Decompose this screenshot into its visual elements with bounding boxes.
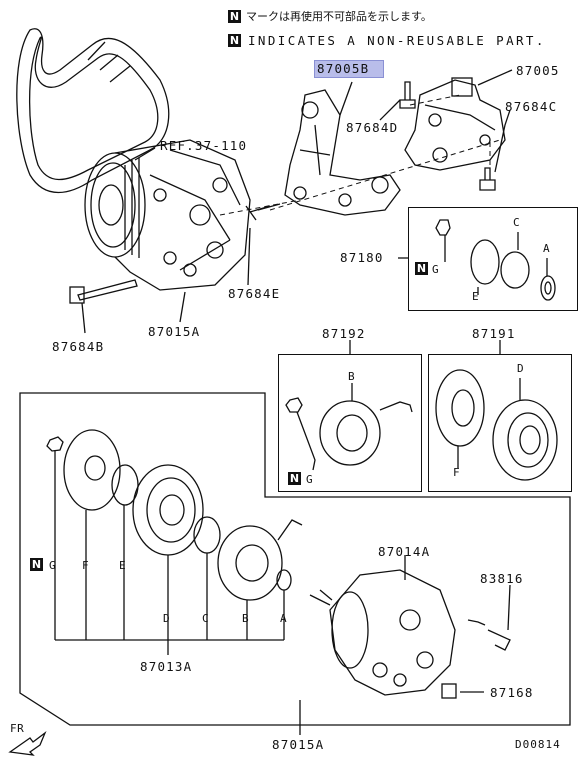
box-87180-parts xyxy=(398,219,556,301)
part-label-87684d[interactable]: 87684D xyxy=(346,120,399,135)
part-label-87005b[interactable]: 87005B xyxy=(317,61,370,76)
box-87192 xyxy=(278,354,422,492)
box-87180 xyxy=(408,207,578,311)
non-reusable-symbol: N xyxy=(228,10,241,23)
letter-f: F xyxy=(453,466,461,479)
letter-d: D xyxy=(517,362,525,375)
drive-belt xyxy=(16,28,170,194)
bolts xyxy=(69,81,496,304)
part-label-87014a[interactable]: 87014A xyxy=(378,544,431,559)
letter-a: A xyxy=(543,242,551,255)
letter-e: E xyxy=(119,559,127,572)
compressor-upper xyxy=(84,139,251,291)
letter-c: C xyxy=(513,216,521,229)
fr-arrow xyxy=(8,731,47,756)
part-label-87015a-top[interactable]: 87015A xyxy=(148,324,201,339)
part-label-87013a[interactable]: 87013A xyxy=(140,659,193,674)
letter-g: G xyxy=(49,559,57,572)
highlight-87005b xyxy=(314,60,384,78)
lower-parts xyxy=(46,429,303,655)
part-label-87684c[interactable]: 87684C xyxy=(505,99,558,114)
letter-b: B xyxy=(348,370,356,383)
part-label-87005[interactable]: 87005 xyxy=(516,63,560,78)
note-nonreuse-jp: マークは再使用不可部品を示します。 xyxy=(246,10,432,23)
part-label-87684e[interactable]: 87684E xyxy=(228,286,281,301)
letter-c: C xyxy=(202,612,210,625)
part-label-87180[interactable]: 87180 xyxy=(340,250,384,265)
box-87191-parts xyxy=(435,369,558,481)
box-87192-parts xyxy=(285,383,413,471)
letter-e: E xyxy=(472,290,480,303)
non-reusable-symbol: N xyxy=(228,34,241,47)
letter-d: D xyxy=(163,612,171,625)
non-reusable-symbol: N xyxy=(288,472,301,485)
letter-b: B xyxy=(242,612,250,625)
part-label-87015a-bottom[interactable]: 87015A xyxy=(272,737,325,752)
letter-a: A xyxy=(280,612,288,625)
part-label-87191[interactable]: 87191 xyxy=(472,326,516,341)
ref-label[interactable]: REF.37-110 xyxy=(160,138,248,153)
fr-label: FR xyxy=(10,722,25,735)
part-label-83816[interactable]: 83816 xyxy=(480,571,524,586)
non-reusable-symbol: N xyxy=(415,262,428,275)
letter-g: G xyxy=(306,473,314,486)
note-nonreuse-en: INDICATES A NON-REUSABLE PART. xyxy=(248,33,546,48)
non-reusable-symbol: N xyxy=(30,558,43,571)
part-label-87192[interactable]: 87192 xyxy=(322,326,366,341)
bracket-87005 xyxy=(404,77,506,171)
compressor-lower xyxy=(299,555,511,735)
diagram-id: D00814 xyxy=(515,738,561,751)
letter-f: F xyxy=(82,559,90,572)
box-87191 xyxy=(428,354,572,492)
bracket-87005b xyxy=(284,89,401,216)
lower-box-outline xyxy=(19,392,571,726)
letter-g: G xyxy=(432,263,440,276)
part-label-87684b[interactable]: 87684B xyxy=(52,339,105,354)
part-label-87168[interactable]: 87168 xyxy=(490,685,534,700)
